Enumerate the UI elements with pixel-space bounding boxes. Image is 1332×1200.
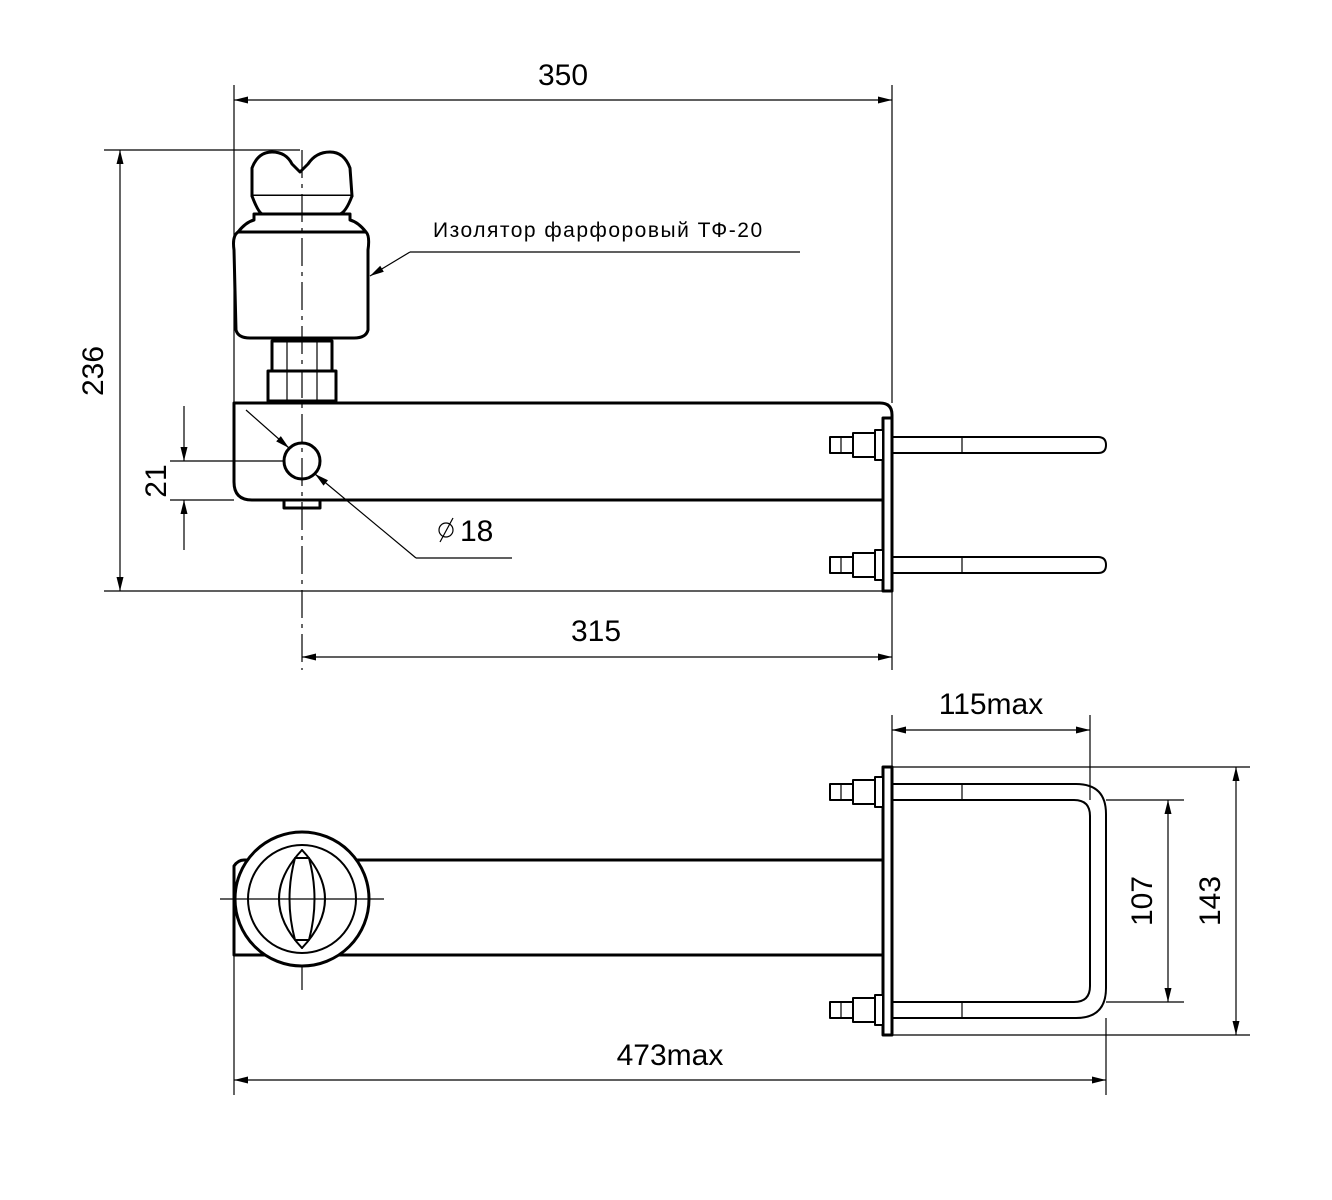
dimension-107-label: 107 (1126, 876, 1159, 926)
dimension-236-label: 236 (77, 346, 110, 396)
dimension-107: 107 (1106, 799, 1184, 1003)
top-nuts-lower (829, 994, 884, 1026)
dimension-21-label: 21 (140, 464, 173, 497)
dimension-21: 21 (140, 406, 284, 550)
insulator-plan (220, 830, 384, 990)
dimension-350: 350 (233, 59, 893, 403)
dimension-473max: 473max (233, 955, 1107, 1095)
insulator-callout-label: Изолятор фарфоровый ТФ-20 (433, 219, 764, 242)
dimension-115max-label: 115max (939, 688, 1044, 721)
top-nuts-upper (829, 776, 884, 808)
bracket-arm (232, 401, 894, 502)
insulator-callout: Изолятор фарфоровый ТФ-20 (369, 219, 800, 277)
dimension-115max: 115max (891, 688, 1091, 800)
dimension-143-label: 143 (1194, 876, 1227, 926)
dimension-236: 236 (77, 149, 884, 592)
dimension-315: 315 (302, 500, 893, 670)
diameter-icon (438, 517, 454, 543)
dimension-diameter-18: 18 (245, 409, 512, 559)
dimension-18-label: 18 (460, 515, 493, 548)
clamp-plate-top (881, 765, 894, 1037)
dimension-473max-label: 473max (617, 1039, 724, 1072)
dimension-143: 143 (892, 766, 1250, 1036)
u-bolt-top (891, 783, 1107, 1019)
u-bolt-top-inner (891, 799, 1091, 1003)
u-bolt-lower (829, 549, 1107, 581)
dimension-350-label: 350 (538, 59, 588, 92)
porcelain-insulator (232, 150, 371, 340)
clamp-plate (881, 416, 894, 593)
side-view: 350 236 21 18 (77, 59, 1107, 670)
top-view: 115max 107 143 473max (220, 688, 1250, 1095)
dimension-315-label: 315 (571, 615, 621, 648)
u-bolt-upper (829, 429, 1107, 461)
